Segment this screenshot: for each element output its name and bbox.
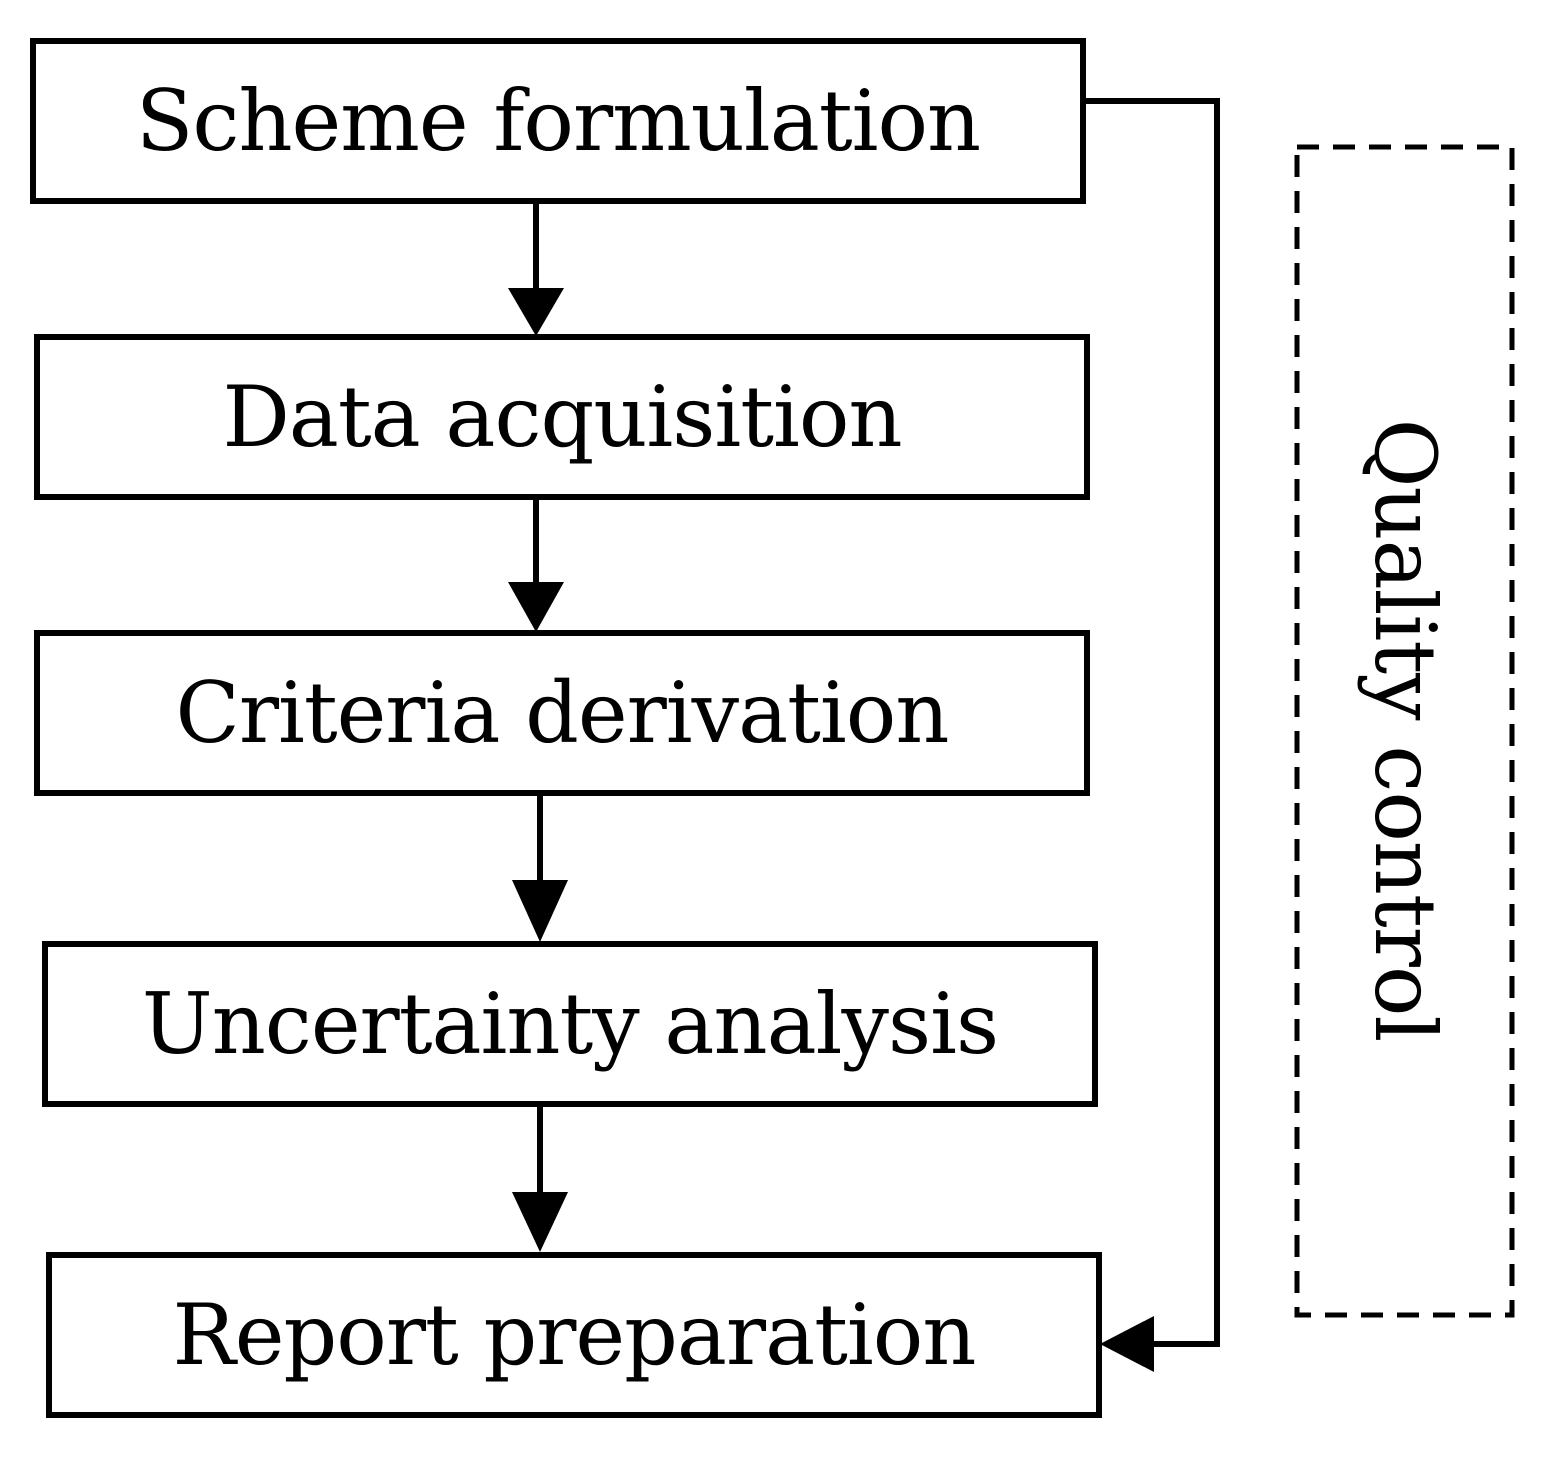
bypass-arrow xyxy=(1084,98,1220,1372)
step-report-preparation: Report preparation xyxy=(46,1252,1102,1418)
arrow-4-to-5 xyxy=(512,1106,568,1252)
quality-control-frame xyxy=(1294,144,1515,1318)
arrow-1-to-2 xyxy=(508,203,564,336)
step-scheme-formulation: Scheme formulation xyxy=(30,38,1086,204)
step-data-acquisition: Data acquisition xyxy=(34,334,1090,500)
step-label: Uncertainty analysis xyxy=(141,975,999,1073)
quality-control-label: Quality control xyxy=(1356,418,1454,1042)
arrow-3-to-4 xyxy=(512,794,568,942)
step-label: Scheme formulation xyxy=(135,72,981,170)
step-label: Data acquisition xyxy=(222,368,902,466)
step-label: Report preparation xyxy=(172,1286,977,1384)
step-label: Criteria derivation xyxy=(175,664,950,762)
step-uncertainty-analysis: Uncertainty analysis xyxy=(42,941,1098,1107)
step-criteria-derivation: Criteria derivation xyxy=(34,630,1090,796)
arrow-2-to-3 xyxy=(508,498,564,632)
